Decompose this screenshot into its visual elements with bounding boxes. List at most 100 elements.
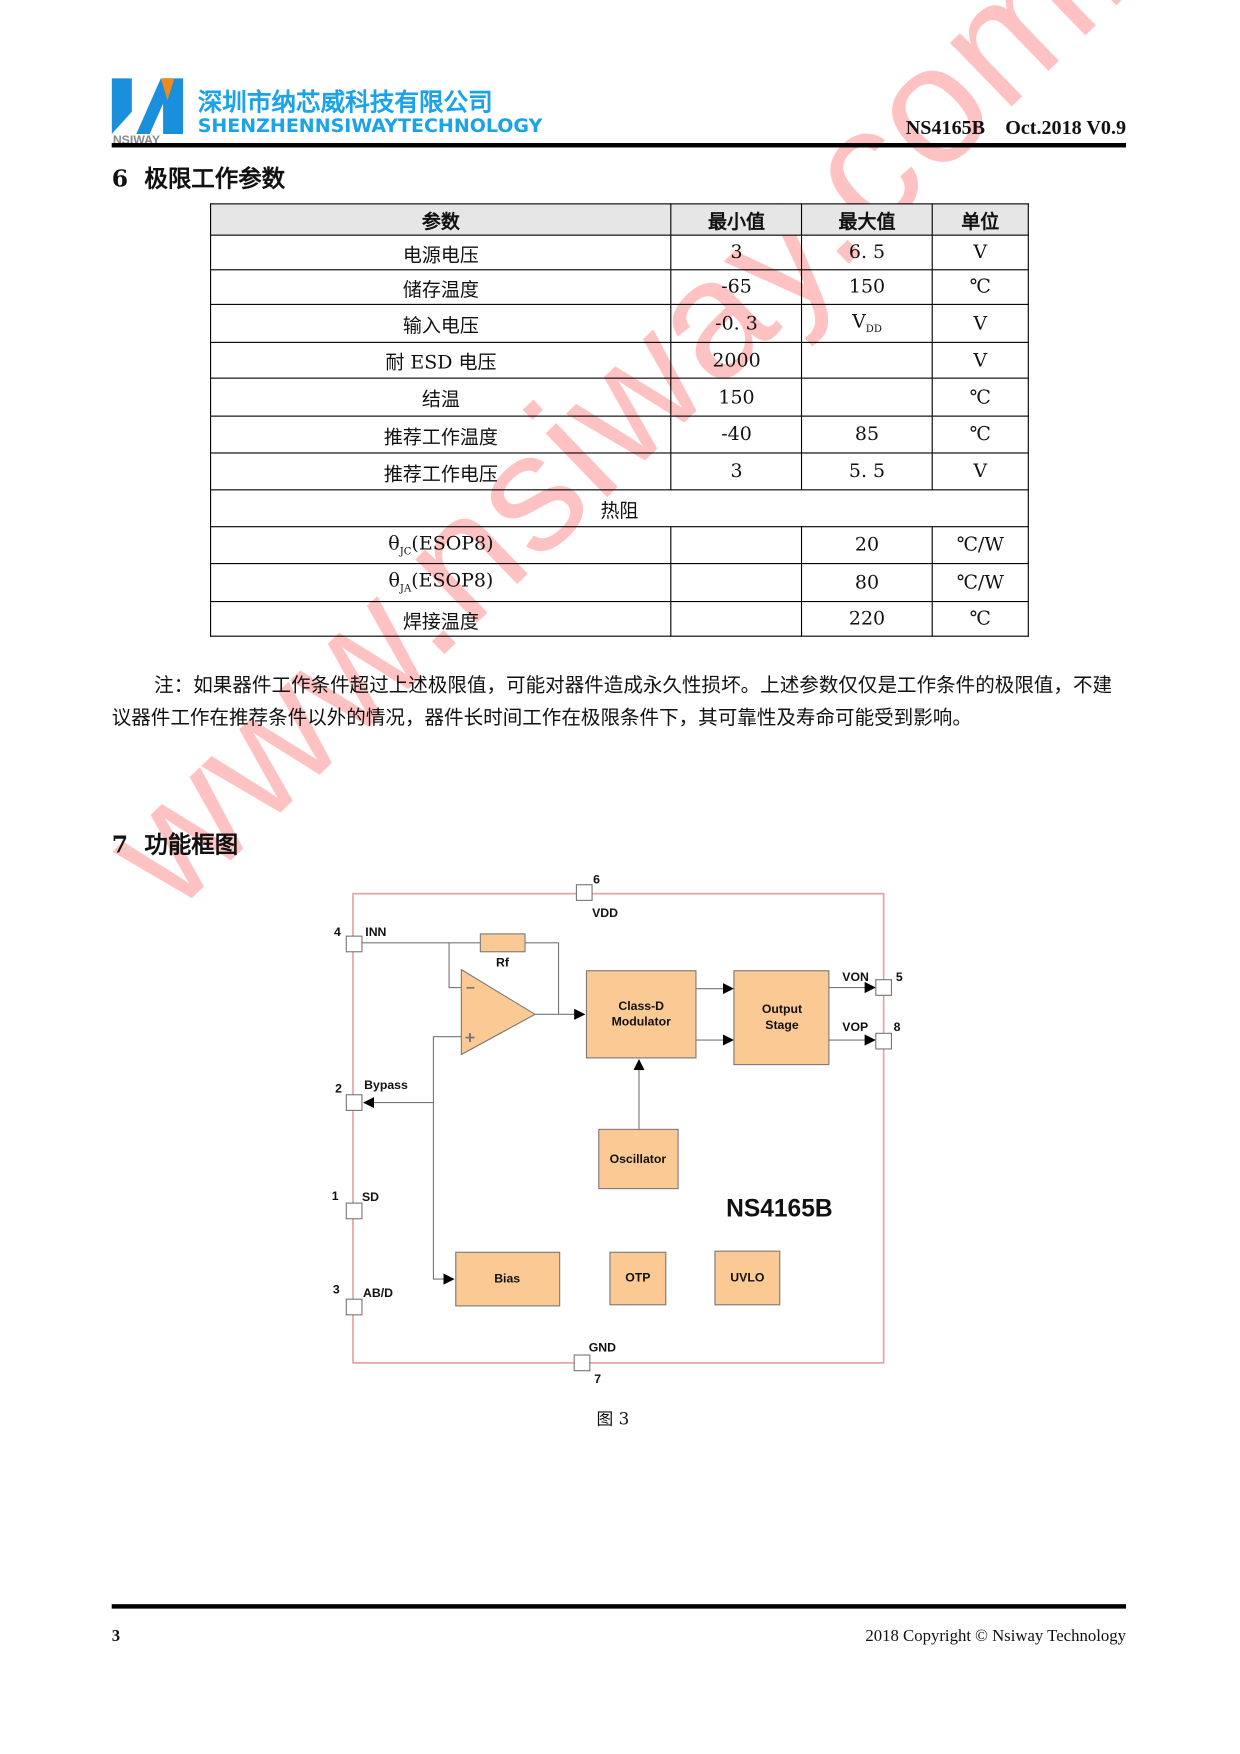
vdd-subscript: DD — [865, 324, 882, 336]
pin-num: 5 — [896, 970, 903, 984]
section-7-title: 7 功能框图 — [111, 830, 239, 858]
otp-label: OTP — [625, 1270, 650, 1284]
pin-num: 6 — [593, 873, 600, 887]
uvlo-block — [714, 1250, 781, 1306]
pin-von — [875, 979, 893, 996]
package: (ESOP8) — [411, 570, 494, 593]
company-logo: NSIWAY — [111, 78, 184, 145]
pin-abd — [345, 1298, 363, 1316]
rf-resistor — [479, 933, 526, 953]
cell: 储存温度 — [210, 269, 672, 305]
note-paragraph: 注：如果器件工作条件超过上述极限值，可能对器件造成永久性损坏。上述参数仅仅是工作… — [111, 674, 1113, 730]
cell: 3 — [670, 452, 803, 491]
cell: 结温 — [210, 377, 672, 417]
cell: ℃/W — [931, 526, 1029, 565]
package: (ESOP8) — [411, 532, 494, 555]
cell — [670, 526, 803, 565]
svg-text:NSIWAY: NSIWAY — [113, 133, 160, 145]
pin-vop — [875, 1032, 893, 1050]
copyright: 2018 Copyright © Nsiway Technology — [865, 1627, 1127, 1646]
cell: V — [931, 452, 1029, 491]
col-param: 参数 — [210, 203, 672, 236]
output-label: Output — [762, 1002, 802, 1016]
doc-info: NS4165B Oct.2018 V0.9 — [905, 116, 1127, 139]
chip-name: NS4165B — [726, 1196, 833, 1223]
uvlo-label: UVLO — [730, 1270, 765, 1284]
col-max: 最大值 — [801, 203, 933, 236]
cell: 5. 5 — [801, 452, 933, 491]
cell: ℃ — [931, 600, 1029, 637]
chip-outline — [352, 892, 885, 1364]
vdd-symbol: V — [852, 310, 866, 334]
section-6-title: 6 极限工作参数 — [111, 164, 286, 193]
cell: -0. 3 — [670, 303, 803, 343]
bias-block — [455, 1251, 561, 1307]
cell: θJC(ESOP8) — [210, 526, 672, 565]
pin-sd — [345, 1202, 363, 1220]
cell: V — [931, 303, 1029, 343]
pin-label: AB/D — [363, 1286, 393, 1300]
pin-gnd — [573, 1354, 591, 1372]
cell: 耐 ESD 电压 — [210, 341, 672, 379]
cell: 150 — [670, 377, 803, 417]
oscillator-block — [598, 1128, 679, 1190]
classd-label: Class-D — [618, 999, 664, 1013]
cell — [670, 563, 803, 603]
pin-label: SD — [362, 1190, 379, 1204]
cell — [801, 377, 933, 417]
block-diagram: 6 VDD 4 INN 2 Bypass 1 SD 3 AB/D GND 7 V… — [332, 873, 903, 1386]
opamp — [460, 968, 537, 1056]
pin-num: 7 — [594, 1372, 601, 1386]
pin-num: 8 — [894, 1020, 901, 1034]
cell: 焊接温度 — [210, 600, 672, 637]
pin-label: Bypass — [364, 1078, 408, 1092]
pin-bypass — [345, 1094, 363, 1111]
cell: 80 — [801, 563, 933, 603]
theta-subscript: JC — [399, 546, 412, 558]
theta-subscript: JA — [399, 583, 412, 596]
pin-num: 2 — [335, 1082, 342, 1096]
classd-block — [585, 970, 697, 1059]
table-row: θJA(ESOP8)80℃/W — [210, 563, 1029, 603]
cell: 20 — [801, 526, 933, 565]
pin-label: INN — [365, 925, 386, 939]
cell: V — [931, 234, 1029, 271]
table-row: θJC(ESOP8) 20℃/W — [210, 526, 1029, 565]
pin-num: 4 — [334, 925, 341, 939]
cell: ℃ — [931, 377, 1029, 417]
cell: 220 — [801, 600, 933, 637]
output-label2: Stage — [765, 1018, 799, 1032]
figure-caption: 图 3 — [596, 1408, 630, 1429]
theta-symbol: θ — [388, 570, 400, 593]
opamp-minus: − — [466, 980, 475, 997]
pin-label: GND — [589, 1341, 616, 1355]
cell: 输入电压 — [210, 303, 672, 343]
cell: 电源电压 — [210, 234, 672, 271]
col-min: 最小值 — [670, 203, 803, 236]
oscillator-label: Oscillator — [610, 1152, 667, 1166]
cell — [670, 600, 803, 637]
pin-vdd — [575, 884, 593, 901]
cell: 推荐工作温度 — [210, 415, 672, 454]
footer-rule — [111, 1604, 1127, 1609]
cell: ℃ — [931, 415, 1029, 454]
table-header-row: 参数 最小值 最大值 单位 — [210, 203, 1029, 236]
cell: -65 — [670, 269, 803, 305]
cell: 推荐工作电压 — [210, 452, 672, 491]
classd-label2: Modulator — [612, 1014, 672, 1028]
theta-symbol: θ — [388, 532, 400, 555]
company-name-cn: 深圳市纳芯威科技有限公司 — [197, 89, 493, 118]
pin-label: VOP — [842, 1020, 868, 1034]
output-stage-block — [733, 970, 830, 1066]
bias-label: Bias — [494, 1271, 520, 1285]
company-name-en: SHENZHENNSIWAYTECHNOLOGY — [197, 115, 543, 138]
cell: θJA(ESOP8) — [210, 563, 672, 603]
